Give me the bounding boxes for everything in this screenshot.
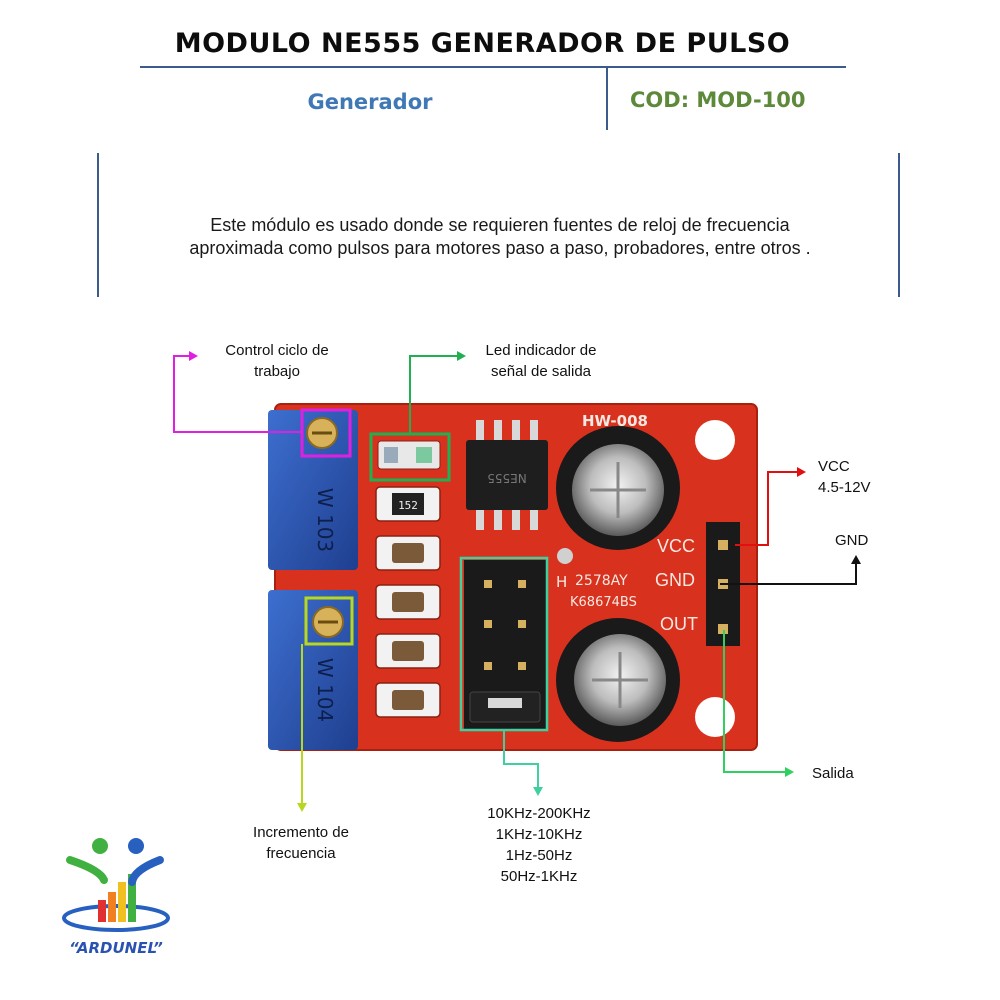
mount-hole-bottom: [695, 697, 735, 737]
ne555-chip: NE555: [466, 420, 548, 530]
frequency-ranges-list: 10KHz-200KHz 1KHz-10KHz 1Hz-50Hz 50Hz-1K…: [460, 803, 618, 887]
marking-2578ay: 2578AY: [575, 573, 628, 589]
marking-k68674bs: K68674BS: [570, 595, 637, 610]
logo-text: “ARDUNEL”: [69, 939, 163, 957]
description-left-bar: [97, 153, 99, 297]
description-text: Este módulo es usado donde se requieren …: [110, 214, 890, 260]
chip-marking: NE555: [487, 471, 526, 485]
pin-label-gnd: GND: [655, 570, 695, 590]
header-separator: [606, 68, 608, 130]
callout-duty-cycle-line-1: Control ciclo de: [225, 342, 329, 359]
description-right-bar: [898, 153, 900, 297]
callout-vcc: VCC 4.5-12V: [818, 456, 908, 498]
potentiometer-top: W 103: [268, 410, 358, 570]
callout-output: Salida: [812, 765, 854, 782]
page-title: MODULO NE555 GENERADOR DE PULSO: [174, 28, 791, 59]
ardunel-logo: “ARDUNEL”: [62, 838, 170, 957]
pin-label-out: OUT: [660, 614, 698, 634]
marking-h: H: [556, 573, 567, 591]
category-label: Generador: [307, 90, 433, 114]
callout-duty-cycle-line-2: trabajo: [254, 363, 300, 380]
pot-top-marking: W 103: [313, 488, 337, 552]
callout-frequency-line-2: frecuencia: [266, 845, 336, 862]
description-line-2: aproximada como pulsos para motores paso…: [189, 238, 811, 258]
callout-vcc-line-1: VCC: [818, 458, 850, 475]
frequency-range-item: 50Hz-1KHz: [500, 868, 578, 885]
callout-led-line-2: señal de salida: [490, 363, 592, 380]
callout-frequency-increment: Incremento de frecuencia: [228, 822, 374, 864]
potentiometer-bottom: W 104: [268, 590, 358, 750]
resistor-marking: 152: [398, 499, 418, 512]
callout-duty-cycle: Control ciclo de trabajo: [196, 340, 358, 382]
callout-gnd: GND: [835, 532, 869, 549]
mount-hole-top: [695, 420, 735, 460]
callout-led-line-1: Led indicador de: [485, 342, 597, 359]
capacitor-bottom: [556, 618, 680, 742]
product-code: COD: MOD-100: [630, 88, 806, 112]
header-divider: [140, 66, 846, 68]
callout-led: Led indicador de señal de salida: [466, 340, 616, 382]
pin-label-vcc: VCC: [657, 536, 695, 556]
pot-bottom-marking: W 104: [313, 658, 337, 722]
board-model: HW-008: [582, 412, 648, 430]
frequency-range-item: 1Hz-50Hz: [505, 847, 573, 864]
description-line-1: Este módulo es usado donde se requieren …: [210, 215, 790, 235]
frequency-range-item: 10KHz-200KHz: [487, 805, 591, 822]
frequency-jumper-block: [464, 560, 546, 730]
callout-frequency-line-1: Incremento de: [253, 824, 349, 841]
frequency-range-item: 1KHz-10KHz: [495, 826, 583, 843]
callout-vcc-line-2: 4.5-12V: [818, 479, 871, 496]
capacitor-top: [556, 426, 680, 550]
